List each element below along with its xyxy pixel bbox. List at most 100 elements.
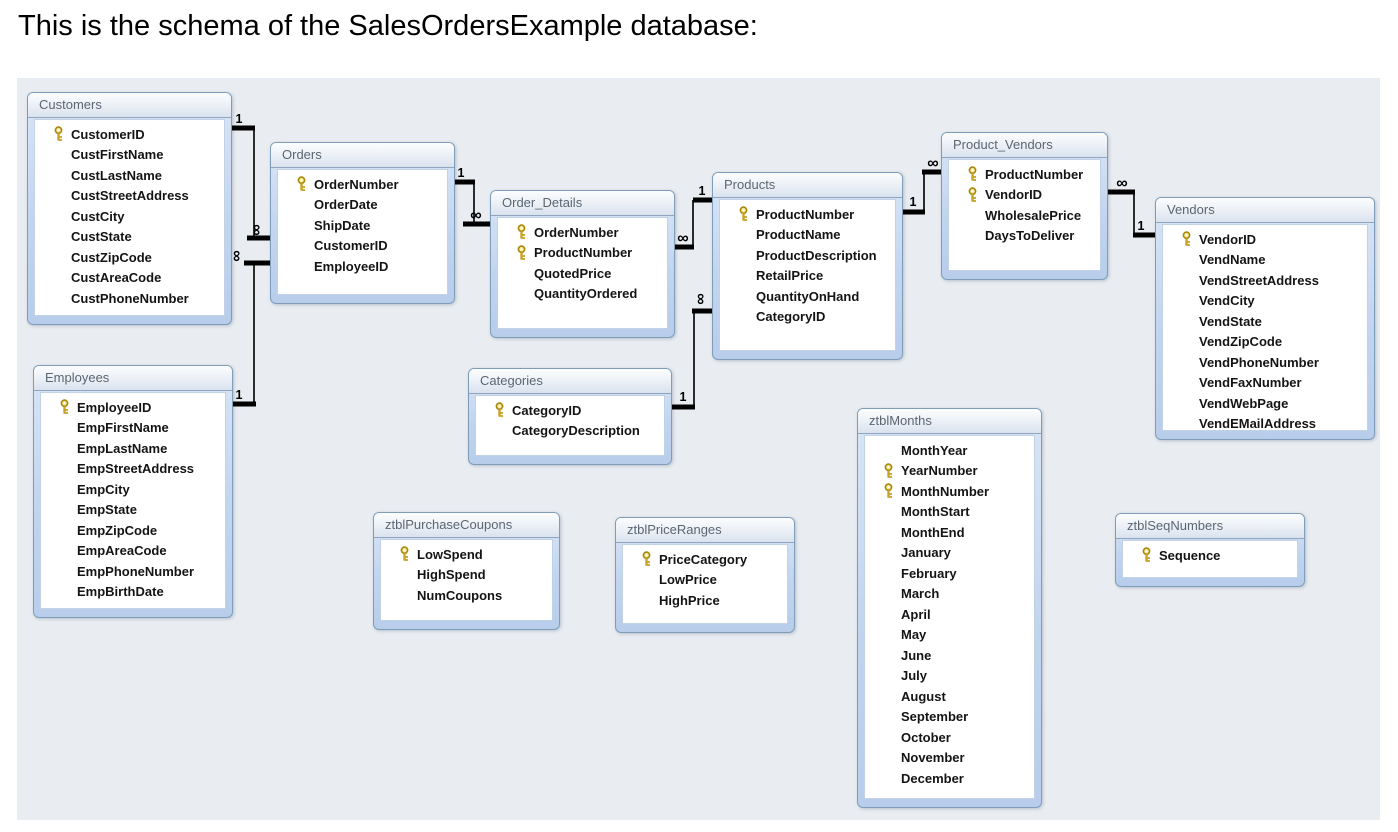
field-row-orders-shipdate[interactable]: ShipDate [278,215,447,236]
field-row-ztblmonths-august[interactable]: August [865,686,1034,707]
field-row-customers-custfirstname[interactable]: CustFirstName [35,145,224,166]
field-row-ztblpurchasecoupons-numcoupons[interactable]: NumCoupons [381,585,552,606]
field-row-vendors-vendfaxnumber[interactable]: VendFaxNumber [1163,373,1367,394]
field-row-vendors-vendcity[interactable]: VendCity [1163,291,1367,312]
field-row-ztblseqnumbers-sequence[interactable]: Sequence [1123,545,1297,566]
field-row-product_vendors-vendorid[interactable]: VendorID [949,185,1100,206]
field-row-ztblmonths-october[interactable]: October [865,727,1034,748]
field-row-customers-customerid[interactable]: CustomerID [35,124,224,145]
table-title-ztblmonths[interactable]: ztblMonths [858,409,1041,434]
field-row-ztblmonths-september[interactable]: September [865,707,1034,728]
field-row-categories-categoryid[interactable]: CategoryID [476,400,664,421]
field-row-order_details-quantityordered[interactable]: QuantityOrdered [498,284,667,305]
field-row-products-categoryid[interactable]: CategoryID [720,307,895,328]
field-row-vendors-vendzipcode[interactable]: VendZipCode [1163,332,1367,353]
field-row-products-productname[interactable]: ProductName [720,225,895,246]
field-name: EmpAreaCode [77,543,167,559]
table-title-ztblpriceranges[interactable]: ztblPriceRanges [616,518,794,543]
field-row-ztblmonths-april[interactable]: April [865,604,1034,625]
table-title-order_details[interactable]: Order_Details [491,191,674,216]
field-row-product_vendors-daystodeliver[interactable]: DaysToDeliver [949,226,1100,247]
table-title-orders[interactable]: Orders [271,143,454,168]
field-row-vendors-vendorid[interactable]: VendorID [1163,229,1367,250]
field-row-ztblpurchasecoupons-highspend[interactable]: HighSpend [381,565,552,586]
table-title-vendors[interactable]: Vendors [1156,198,1374,223]
field-row-ztblmonths-yearnumber[interactable]: YearNumber [865,461,1034,482]
field-row-orders-ordernumber[interactable]: OrderNumber [278,174,447,195]
field-row-order_details-ordernumber[interactable]: OrderNumber [498,222,667,243]
field-row-ztblmonths-february[interactable]: February [865,563,1034,584]
table-title-products[interactable]: Products [713,173,902,198]
field-row-customers-custareacode[interactable]: CustAreaCode [35,268,224,289]
field-row-customers-custcity[interactable]: CustCity [35,206,224,227]
field-row-employees-empcity[interactable]: EmpCity [41,479,225,500]
field-row-employees-empstreetaddress[interactable]: EmpStreetAddress [41,459,225,480]
field-row-employees-empphonenumber[interactable]: EmpPhoneNumber [41,561,225,582]
field-row-vendors-vendphonenumber[interactable]: VendPhoneNumber [1163,352,1367,373]
field-row-ztblpriceranges-pricecategory[interactable]: PriceCategory [623,549,787,570]
field-row-customers-custstreetaddress[interactable]: CustStreetAddress [35,186,224,207]
field-row-products-retailprice[interactable]: RetailPrice [720,266,895,287]
field-row-orders-employeeid[interactable]: EmployeeID [278,256,447,277]
field-row-products-productnumber[interactable]: ProductNumber [720,204,895,225]
table-title-categories[interactable]: Categories [469,369,671,394]
field-row-employees-empstate[interactable]: EmpState [41,500,225,521]
field-row-products-quantityonhand[interactable]: QuantityOnHand [720,286,895,307]
field-row-ztblpriceranges-lowprice[interactable]: LowPrice [623,570,787,591]
field-row-order_details-quotedprice[interactable]: QuotedPrice [498,263,667,284]
field-row-ztblmonths-november[interactable]: November [865,748,1034,769]
field-row-ztblmonths-march[interactable]: March [865,584,1034,605]
field-row-vendors-vendemailaddress[interactable]: VendEMailAddress [1163,414,1367,430]
field-row-vendors-vendname[interactable]: VendName [1163,250,1367,271]
field-row-ztblmonths-monthyear[interactable]: MonthYear [865,440,1034,461]
field-row-employees-employeeid[interactable]: EmployeeID [41,397,225,418]
field-row-ztblmonths-monthstart[interactable]: MonthStart [865,502,1034,523]
field-row-ztblmonths-may[interactable]: May [865,625,1034,646]
field-row-products-productdescription[interactable]: ProductDescription [720,245,895,266]
field-row-orders-customerid[interactable]: CustomerID [278,236,447,257]
field-row-orders-orderdate[interactable]: OrderDate [278,195,447,216]
field-row-ztblmonths-january[interactable]: January [865,543,1034,564]
field-row-ztblmonths-monthnumber[interactable]: MonthNumber [865,481,1034,502]
field-row-customers-custstate[interactable]: CustState [35,227,224,248]
field-row-ztblmonths-july[interactable]: July [865,666,1034,687]
field-row-employees-empfirstname[interactable]: EmpFirstName [41,418,225,439]
field-row-vendors-vendstate[interactable]: VendState [1163,311,1367,332]
field-row-ztblmonths-june[interactable]: June [865,645,1034,666]
field-row-ztblmonths-monthend[interactable]: MonthEnd [865,522,1034,543]
field-row-ztblmonths-december[interactable]: December [865,768,1034,789]
field-row-employees-empareacode[interactable]: EmpAreaCode [41,541,225,562]
field-row-vendors-vendstreetaddress[interactable]: VendStreetAddress [1163,270,1367,291]
table-title-employees[interactable]: Employees [34,366,232,391]
field-row-order_details-productnumber[interactable]: ProductNumber [498,243,667,264]
field-row-product_vendors-wholesaleprice[interactable]: WholesalePrice [949,205,1100,226]
table-title-customers[interactable]: Customers [28,93,231,118]
field-row-employees-emplastname[interactable]: EmpLastName [41,438,225,459]
field-row-employees-empbirthdate[interactable]: EmpBirthDate [41,582,225,603]
table-title-ztblseqnumbers[interactable]: ztblSeqNumbers [1116,514,1304,539]
field-row-customers-custzipcode[interactable]: CustZipCode [35,247,224,268]
field-row-employees-empzipcode[interactable]: EmpZipCode [41,520,225,541]
table-title-ztblpurchasecoupons[interactable]: ztblPurchaseCoupons [374,513,559,538]
field-row-vendors-vendwebpage[interactable]: VendWebPage [1163,393,1367,414]
field-row-product_vendors-productnumber[interactable]: ProductNumber [949,164,1100,185]
field-row-ztblpriceranges-highprice[interactable]: HighPrice [623,590,787,611]
field-row-categories-categorydescription[interactable]: CategoryDescription [476,421,664,442]
field-row-ztblpurchasecoupons-lowspend[interactable]: LowSpend [381,544,552,565]
field-row-customers-custlastname[interactable]: CustLastName [35,165,224,186]
table-title-product_vendors[interactable]: Product_Vendors [942,133,1107,158]
field-row-customers-custphonenumber[interactable]: CustPhoneNumber [35,288,224,309]
